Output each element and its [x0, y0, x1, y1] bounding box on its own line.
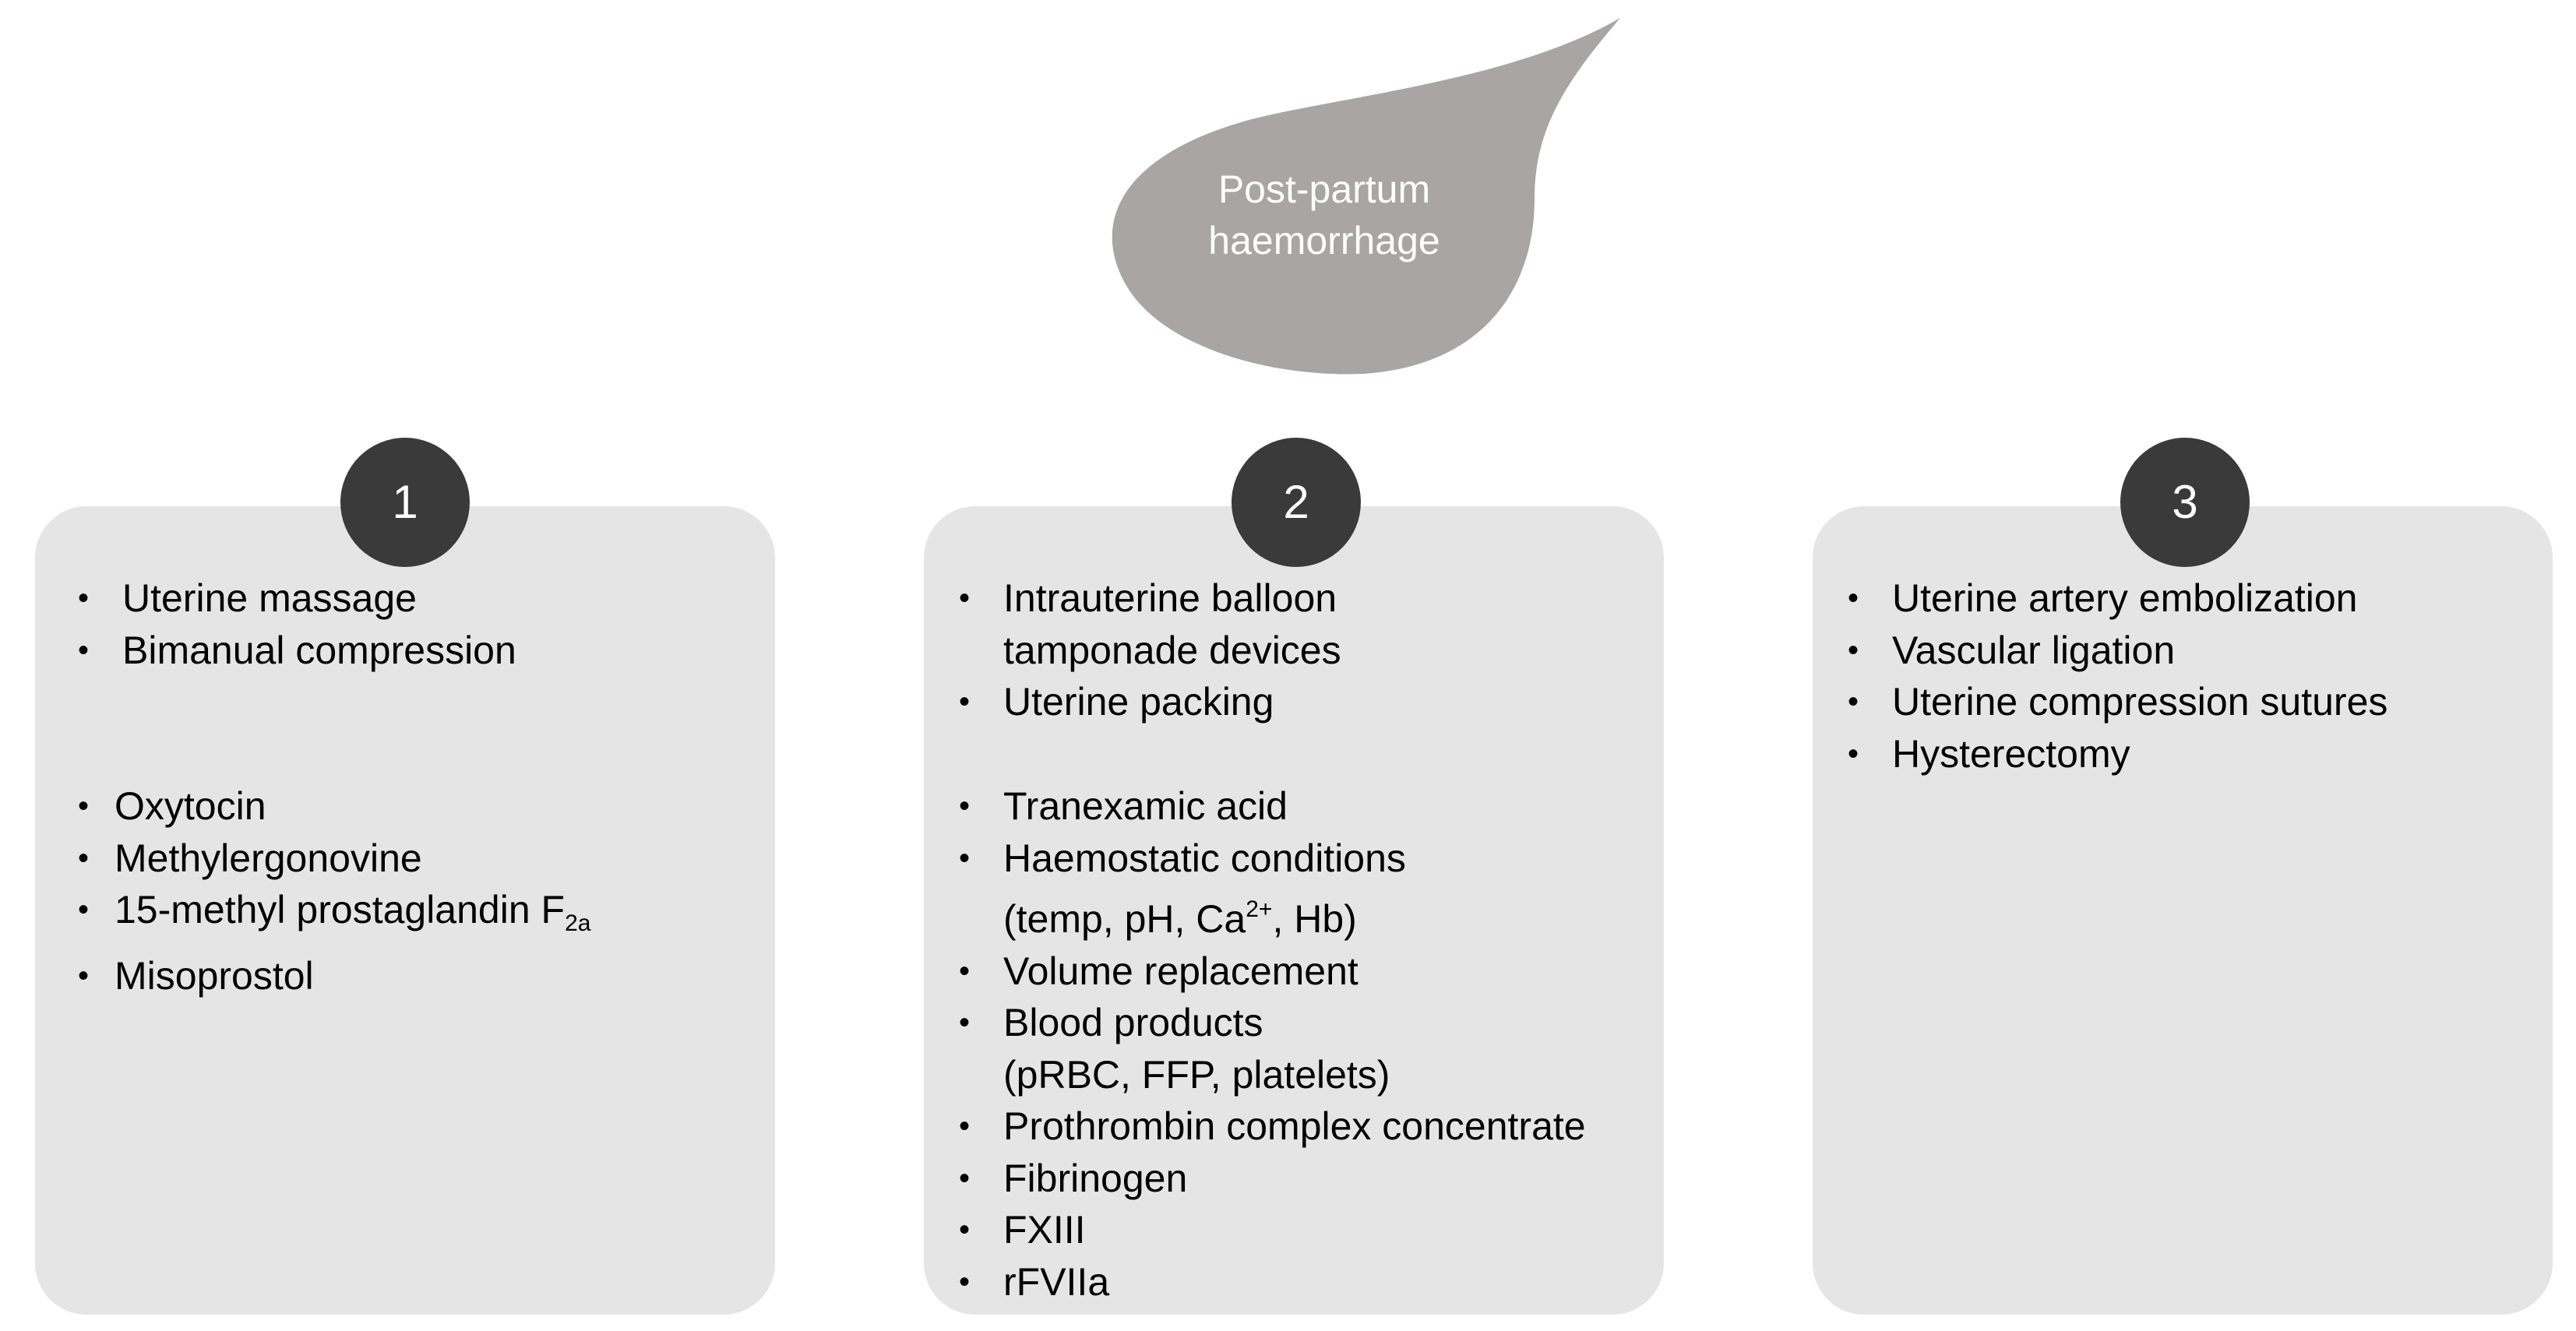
- list-item: •Misoprostol: [78, 953, 314, 998]
- list-item: • Intrauterine balloon tamponade devices: [959, 576, 1341, 672]
- list-item: • Prothrombin complex concentrate: [959, 1104, 1586, 1148]
- list-item: •Methylergonovine: [78, 836, 422, 880]
- list-item: •Hysterectomy: [1848, 731, 2130, 776]
- list-item: •Vascular ligation: [1848, 628, 2176, 672]
- list-item: •Uterine artery embolization: [1848, 576, 2358, 620]
- drop-title-line1: Post-partum: [1218, 167, 1431, 211]
- step-1-mechanical-list: •Uterine massage •Bimanual compression: [78, 572, 516, 676]
- post-partum-haemorrhage-drop: [1112, 18, 1620, 375]
- list-item: • Blood products (pRBC, FFP, platelets): [959, 1001, 1390, 1097]
- drop-title: Post-partum haemorrhage: [1083, 164, 1566, 266]
- list-item: • Haemostatic conditions (temp, pH, Ca2+…: [959, 836, 1406, 942]
- list-item: •Oxytocin: [78, 784, 266, 828]
- step-2-badge: 2: [1232, 438, 1361, 567]
- drop-title-line2: haemorrhage: [1208, 219, 1440, 262]
- step-3-surgical-list: •Uterine artery embolization •Vascular l…: [1848, 572, 2388, 780]
- step-1-drug-list: •Oxytocin •Methylergonovine •15-methyl p…: [78, 780, 591, 1002]
- step-3-panel: 3 •Uterine artery embolization •Vascular…: [1813, 438, 2553, 1315]
- list-item: • Volume replacement: [959, 949, 1358, 993]
- step-2-mechanical-list: • Intrauterine balloon tamponade devices…: [959, 572, 1341, 728]
- list-item: • rFVIIa: [959, 1259, 1110, 1304]
- drop-shape: [1112, 18, 1620, 375]
- list-item: •15-methyl prostaglandin F2a: [78, 888, 591, 936]
- step-1-badge: 1: [340, 438, 470, 567]
- step-1-panel: 1 •Uterine massage •Bimanual compression…: [35, 438, 775, 1315]
- list-item: • Tranexamic acid: [959, 784, 1288, 828]
- list-item: • FXIII: [959, 1208, 1086, 1252]
- list-item: • Fibrinogen: [959, 1156, 1188, 1200]
- list-item: •Uterine massage: [78, 576, 417, 620]
- list-item: •Bimanual compression: [78, 628, 516, 672]
- step-2-panel: 2 • Intrauterine balloon tamponade devic…: [924, 438, 1664, 1315]
- step-3-badge: 3: [2120, 438, 2250, 567]
- list-item: •Uterine compression sutures: [1848, 680, 2388, 724]
- step-2-haemostatic-list: • Tranexamic acid • Haemostatic conditio…: [959, 780, 1586, 1308]
- list-item: • Uterine packing: [959, 680, 1274, 724]
